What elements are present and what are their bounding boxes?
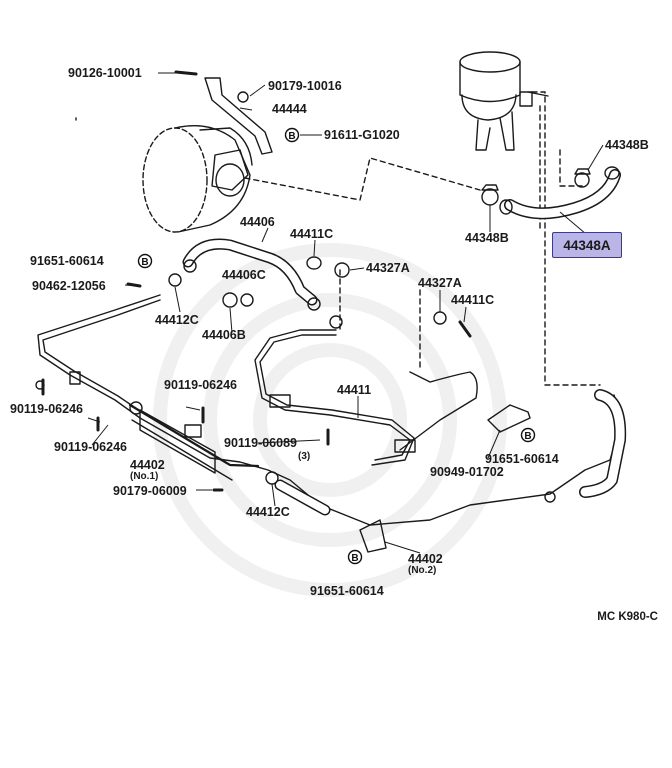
bolt-markers: B B B B bbox=[137, 127, 536, 565]
small-fittings bbox=[126, 256, 472, 338]
part-label-91651-60614-bottom[interactable]: 91651-60614 bbox=[310, 584, 384, 598]
part-label-91651-60614-right[interactable]: 91651-60614 bbox=[485, 452, 559, 466]
part-label-90119-06246-c[interactable]: 90119-06246 bbox=[54, 440, 127, 454]
part-label-91651-60614-left[interactable]: 91651-60614 bbox=[30, 254, 104, 268]
hose-44348A bbox=[499, 166, 621, 220]
oil-cooler-44402-no1 bbox=[128, 401, 260, 481]
part-label-90119-06089[interactable]: 90119-06089 bbox=[224, 436, 297, 450]
bolt-marker-2: B bbox=[141, 257, 148, 268]
bracket-90949-01702 bbox=[487, 404, 531, 433]
part-label-44348b-mid[interactable]: 44348B bbox=[465, 231, 509, 245]
part-label-44411c-mid[interactable]: 44411C bbox=[451, 293, 495, 307]
pressure-tube-44411 bbox=[254, 329, 478, 466]
highlighted-part-label-44348a[interactable]: 44348A bbox=[552, 232, 622, 258]
figure-code: MC K980-C bbox=[597, 611, 658, 623]
part-label-44327a-top[interactable]: 44327A bbox=[366, 261, 410, 275]
part-label-90119-06246-a[interactable]: 90119-06246 bbox=[164, 378, 237, 392]
watermark-emblem bbox=[153, 243, 507, 597]
part-label-90949-01702[interactable]: 90949-01702 bbox=[430, 465, 504, 479]
part-label-91611-g1020[interactable]: 91611-G1020 bbox=[324, 128, 400, 142]
hose-44406 bbox=[182, 238, 321, 311]
bolt-marker-3: B bbox=[524, 431, 531, 442]
part-label-44348b-top[interactable]: 44348B bbox=[605, 138, 649, 152]
label-leaders bbox=[87, 72, 604, 554]
bolt-marker-1: B bbox=[288, 131, 295, 142]
part-label-44327a-mid[interactable]: 44327A bbox=[418, 276, 462, 290]
part-label-44411[interactable]: 44411 bbox=[337, 383, 372, 397]
part-qty-90119-06089: (3) bbox=[298, 451, 311, 462]
bolts bbox=[41, 378, 330, 492]
part-label-44412c-bottom[interactable]: 44412C bbox=[246, 505, 290, 519]
reservoir-tank bbox=[459, 51, 549, 151]
part-label-44406[interactable]: 44406 bbox=[240, 215, 275, 229]
power-steering-pump bbox=[142, 125, 253, 233]
part-sub-44402-no2: (No.2) bbox=[408, 565, 437, 576]
part-label-90179-10016[interactable]: 90179-10016 bbox=[268, 79, 342, 93]
bolt-marker-4: B bbox=[351, 553, 358, 564]
clamp-44348B bbox=[481, 168, 591, 206]
part-label-44406c[interactable]: 44406C bbox=[222, 268, 266, 282]
part-label-90462-12056[interactable]: 90462-12056 bbox=[32, 279, 106, 293]
part-label-90126-10001[interactable]: 90126-10001 bbox=[68, 66, 142, 80]
part-label-90119-06246-b[interactable]: 90119-06246 bbox=[10, 402, 83, 416]
return-tube bbox=[35, 294, 623, 526]
part-label-44406b[interactable]: 44406B bbox=[202, 328, 246, 342]
part-label-44402-no2[interactable]: 44402 bbox=[408, 552, 443, 566]
bracket-44444 bbox=[174, 70, 273, 155]
hose-right bbox=[544, 389, 627, 503]
part-label-44412c-top[interactable]: 44412C bbox=[155, 313, 199, 327]
part-label-90179-06009[interactable]: 90179-06009 bbox=[113, 484, 187, 498]
bracket-44402-no2 bbox=[359, 519, 387, 553]
part-label-44402-no1[interactable]: 44402 bbox=[130, 458, 165, 472]
part-label-44444[interactable]: 44444 bbox=[272, 102, 307, 116]
part-label-44411c-top[interactable]: 44411C bbox=[290, 227, 334, 241]
part-sub-44402-no1: (No.1) bbox=[130, 471, 159, 482]
